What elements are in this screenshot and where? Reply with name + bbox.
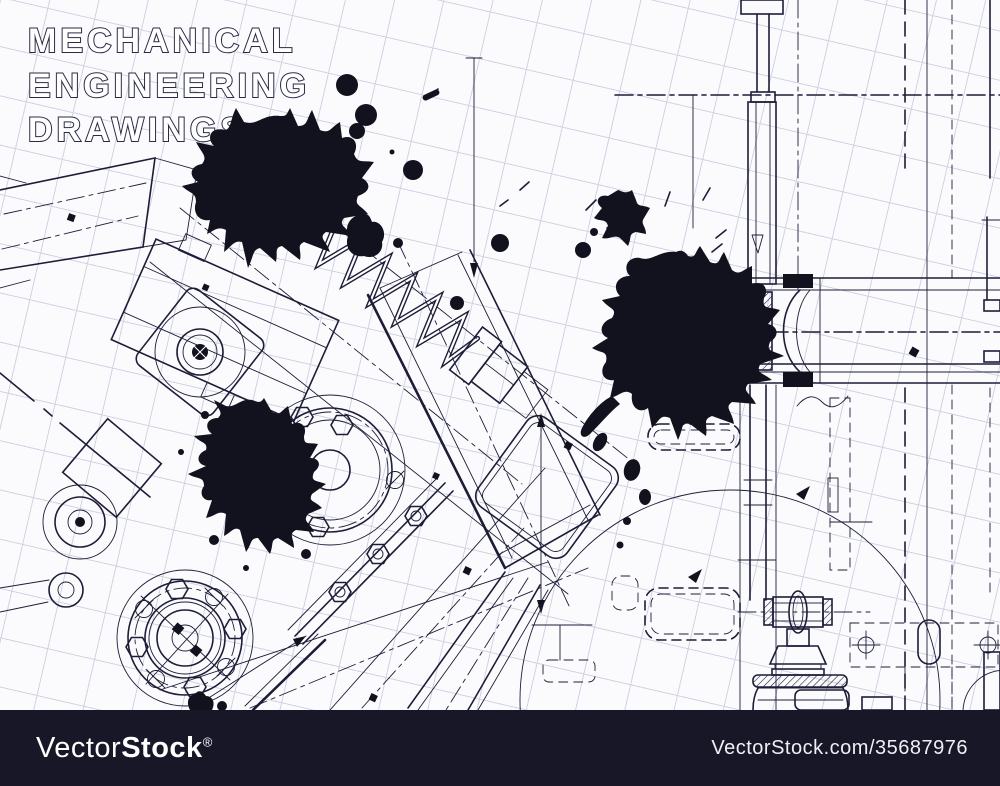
dimension-arrow-vertical — [465, 57, 483, 278]
bolted-rail — [244, 476, 454, 710]
attribution-text: VectorStock.com/35687976 — [711, 736, 968, 759]
headstock-block — [110, 233, 340, 422]
large-arc — [519, 489, 941, 710]
support-legs — [407, 413, 596, 710]
title-line-1: MECHANICAL — [28, 22, 297, 60]
brand-prefix: Vector — [36, 731, 122, 764]
small-knobs-left — [0, 417, 163, 613]
watermark-bar: VectorStock® VectorStock.com/35687976 — [0, 710, 1000, 786]
flange-lower-left — [116, 569, 254, 707]
rounded-plate — [474, 414, 620, 560]
construction-diagonal-left — [0, 372, 151, 498]
title-line-3: DRAWINGS — [28, 111, 247, 149]
registered-mark-icon: ® — [202, 733, 213, 749]
column-mid — [737, 384, 873, 710]
arc-arrow-2 — [688, 569, 702, 583]
blueprint-drawing: MECHANICAL ENGINEERING DRAWINGS — [0, 0, 1000, 710]
arc-arrow-1 — [796, 486, 810, 500]
flange-mid-left — [254, 394, 406, 546]
ink-blot-right — [575, 190, 784, 549]
valve-assembly — [737, 590, 871, 710]
title-line-2: ENGINEERING — [28, 67, 310, 105]
ink-blot-bottom — [187, 691, 227, 710]
ink-blot-top — [182, 74, 509, 310]
centerlines-right — [614, 0, 1000, 710]
corner-arc — [962, 669, 1000, 710]
ink-blot-left — [178, 398, 326, 571]
beam-assembly — [0, 156, 198, 289]
bearing-knob — [135, 287, 265, 417]
title-block: MECHANICAL ENGINEERING DRAWINGS — [27, 21, 310, 150]
brand-suffix: Stock — [121, 731, 203, 764]
dashed-fittings — [611, 423, 1000, 710]
brand-logo: VectorStock® — [36, 732, 213, 765]
barrel-body — [366, 241, 601, 609]
column-rod — [740, 0, 787, 285]
